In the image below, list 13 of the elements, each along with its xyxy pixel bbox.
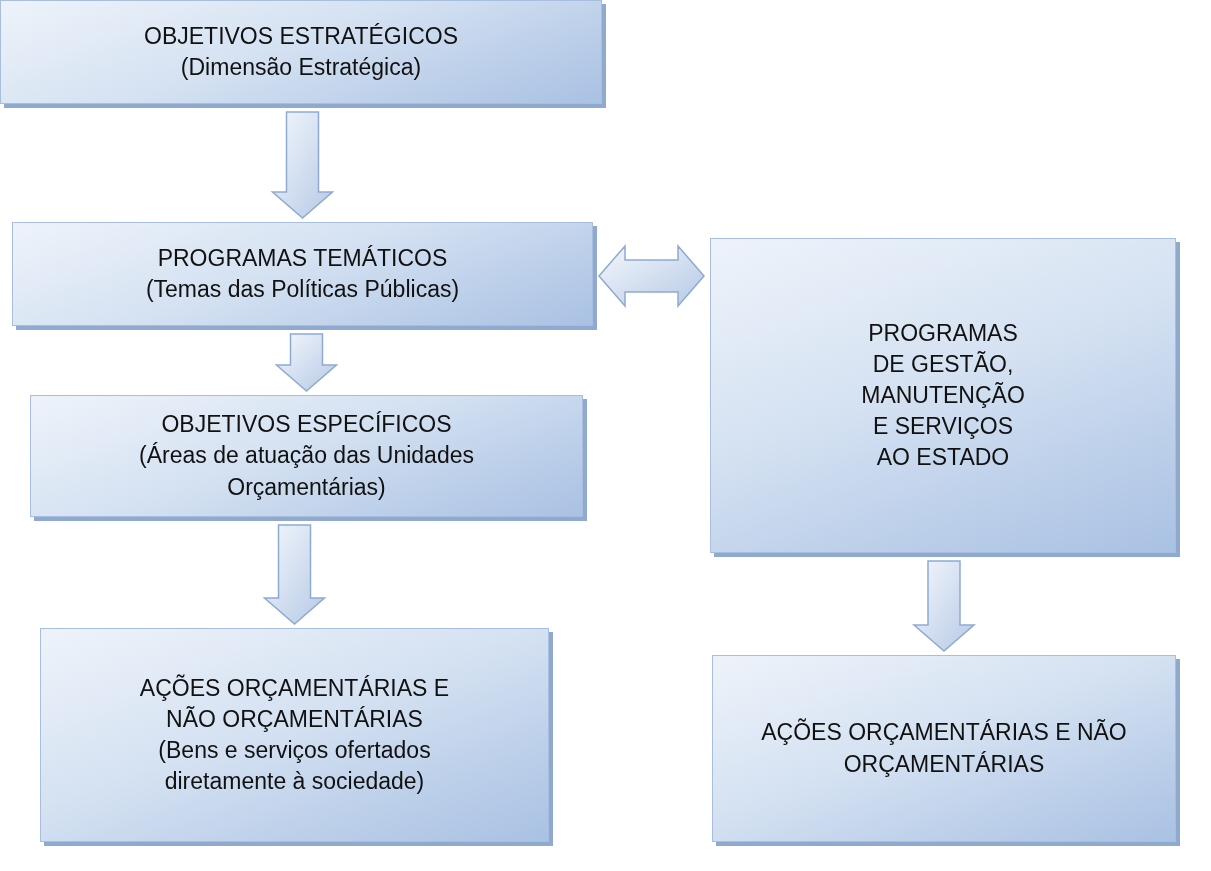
box-title: AÇÕES ORÇAMENTÁRIAS E NÃO ORÇAMENTÁRIAS	[760, 717, 1128, 779]
box-subtitle: (Dimensão Estratégica)	[180, 53, 422, 82]
box-title: OBJETIVOS ESTRATÉGICOS	[144, 21, 458, 51]
box-subtitle: (Temas das Políticas Públicas)	[145, 275, 460, 304]
box-title: AÇÕES ORÇAMENTÁRIAS E NÃO ORÇAMENTÁRIAS	[138, 673, 451, 734]
block-arrow	[262, 524, 327, 625]
box-title: OBJETIVOS ESPECÍFICOS	[161, 410, 452, 440]
box-subtitle: (Áreas de atuação das Unidades Orçamentárias)	[138, 441, 475, 502]
block-arrow	[598, 244, 705, 308]
block-arrow	[274, 333, 339, 392]
box-subtitle: (Bens e serviços ofertados diretamente à sociedade)	[157, 736, 432, 797]
box-title: PROGRAMAS TEMÁTICOS	[157, 243, 448, 273]
box-title: PROGRAMAS DE GESTÃO, MANUTENÇÃO E SERVIÇOS AO ESTADO	[860, 318, 1026, 473]
